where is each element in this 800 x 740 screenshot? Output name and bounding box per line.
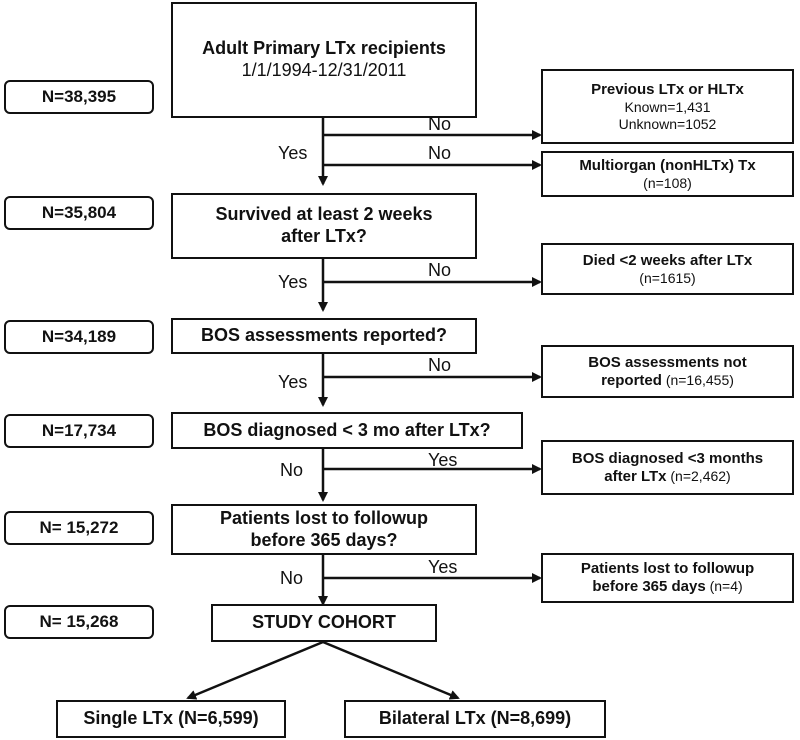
branch-label-no: No <box>428 355 452 375</box>
lost-followup-question-box: Patients lost to followup before 365 day… <box>171 504 477 555</box>
multiorgan-title: Multiorgan (nonHLTx) Tx <box>579 156 756 174</box>
bos-not-reported-box: BOS assessments not reported (n=16,455) <box>541 345 794 398</box>
split-arrow-bilateral <box>322 640 460 700</box>
study-cohort-box: STUDY COHORT <box>211 604 437 642</box>
died-n: (n=1615) <box>639 269 696 286</box>
lost-ex-line2: before 365 days <box>592 578 706 595</box>
single-ltx-box: Single LTx (N=6,599) <box>56 700 286 738</box>
bos-diagnosed-text: BOS diagnosed < 3 mo after LTx? <box>203 419 491 440</box>
bos-not-n: (n=16,455) <box>665 371 734 388</box>
bilateral-ltx-text: Bilateral LTx (N=8,699) <box>378 708 572 729</box>
survived-line1: Survived at least 2 weeks <box>215 204 433 225</box>
multiorgan-box: Multiorgan (nonHLTx) Tx (n=108) <box>541 151 794 197</box>
died-title: Died <2 weeks after LTx <box>582 251 753 269</box>
count-box: N= 15,268 <box>4 605 154 639</box>
bos-reported-text: BOS assessments reported? <box>200 325 448 346</box>
count-box: N= 15,272 <box>4 511 154 545</box>
branch-label-yes: Yes <box>428 557 458 577</box>
branch-label-no: No <box>428 260 452 280</box>
died-box: Died <2 weeks after LTx (n=1615) <box>541 243 794 295</box>
lost-ex-n: (n=4) <box>709 578 743 594</box>
lost-followup-box: Patients lost to followup before 365 day… <box>541 553 794 603</box>
multiorgan-n: (n=108) <box>643 174 692 191</box>
previous-ltx-box: Previous LTx or HLTx Known=1,431 Unknown… <box>541 69 794 144</box>
count-box: N=34,189 <box>4 320 154 354</box>
bos-diag-line1: BOS diagnosed <3 months <box>571 449 764 467</box>
branch-label-no: No <box>428 114 452 134</box>
branch-label-yes: Yes <box>278 372 308 392</box>
bos-diagnosed-box: BOS diagnosed <3 months after LTx (n=2,4… <box>541 440 794 495</box>
survived-line2: after LTx? <box>281 226 367 246</box>
lost-ex-line1: Patients lost to followup <box>580 560 755 577</box>
count-box: N=38,395 <box>4 80 154 114</box>
bos-not-line2: reported <box>601 371 662 389</box>
bos-reported-question-box: BOS assessments reported? <box>171 318 477 354</box>
branch-label-no: No <box>280 460 304 480</box>
count-box: N=35,804 <box>4 196 154 230</box>
bos-diag-n: (n=2,462) <box>670 467 731 484</box>
bos-diag-line2: after LTx <box>604 467 667 485</box>
recipients-dates: 1/1/1994-12/31/2011 <box>241 60 407 80</box>
lost-line1: Patients lost to followup <box>220 507 428 528</box>
recipients-box: Adult Primary LTx recipients 1/1/1994-12… <box>171 2 477 118</box>
previous-title: Previous LTx or HLTx <box>591 80 744 98</box>
bos-not-line1: BOS assessments not <box>588 353 747 371</box>
lost-line2: before 365 days? <box>250 529 398 550</box>
branch-label-no: No <box>428 143 452 163</box>
branch-label-yes: Yes <box>428 450 458 470</box>
split-arrow-single <box>186 640 324 700</box>
branch-label-yes: Yes <box>278 143 308 163</box>
branch-label-no: No <box>280 568 304 588</box>
single-ltx-text: Single LTx (N=6,599) <box>83 708 259 729</box>
previous-known: Known=1,431 <box>624 98 711 115</box>
study-cohort-text: STUDY COHORT <box>252 612 396 633</box>
bilateral-ltx-box: Bilateral LTx (N=8,699) <box>344 700 606 738</box>
previous-unknown: Unknown=1052 <box>618 115 717 132</box>
survived-question-box: Survived at least 2 weeks after LTx? <box>171 193 477 259</box>
count-box: N=17,734 <box>4 414 154 448</box>
branch-label-yes: Yes <box>278 272 308 292</box>
recipients-title: Adult Primary LTx recipients <box>202 38 446 59</box>
bos-diagnosed-question-box: BOS diagnosed < 3 mo after LTx? <box>171 412 523 449</box>
